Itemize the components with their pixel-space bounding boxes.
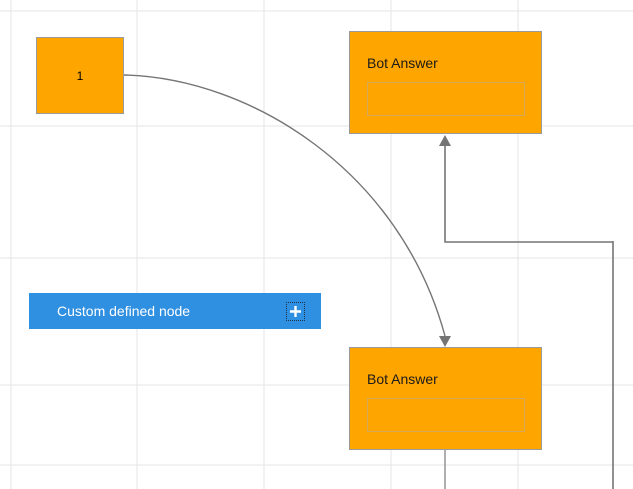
edge-node1-to-bot-answer-bottom[interactable] [123,74,446,337]
custom-defined-node-label: Custom defined node [57,303,191,319]
bot-answer-bottom-title: Bot Answer [367,371,438,387]
bot-answer-node-top[interactable]: Bot Answer [349,31,542,134]
node-1-label: 1 [76,68,84,83]
edge-node1-arrowhead [439,336,451,347]
custom-defined-node-button[interactable]: Custom defined node [29,293,321,329]
bot-answer-bottom-slot[interactable] [367,398,525,432]
edge-feedback-arrowhead [439,135,451,146]
bot-answer-top-title: Bot Answer [367,55,438,71]
plus-icon[interactable] [286,301,305,321]
edge-feedback-to-bot-answer-top[interactable] [444,146,613,243]
bot-answer-top-slot[interactable] [367,82,525,116]
bot-answer-node-bottom[interactable]: Bot Answer [349,347,542,450]
node-1[interactable]: 1 [36,37,124,114]
